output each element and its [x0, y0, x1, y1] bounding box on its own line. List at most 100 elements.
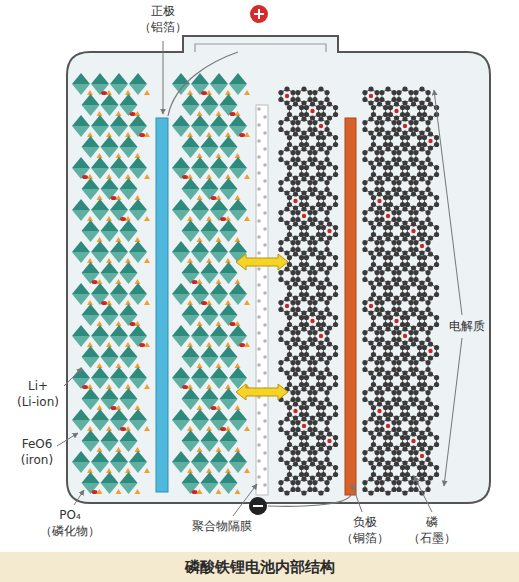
feo6-octahedron — [110, 199, 128, 210]
carbon-atom — [422, 405, 427, 410]
carbon-atom — [316, 352, 321, 357]
carbon-atom — [304, 112, 309, 117]
feo6-octahedron — [91, 241, 109, 252]
carbon-atom — [362, 90, 367, 95]
carbon-atom — [408, 180, 413, 185]
carbon-atom — [278, 247, 283, 252]
carbon-atom — [284, 266, 289, 271]
po4-tetrahedron — [235, 237, 241, 242]
carbon-atom — [371, 472, 376, 477]
carbon-atom — [413, 180, 418, 185]
po4-tetrahedron — [125, 258, 131, 263]
carbon-atom — [425, 360, 430, 365]
feo6-octahedron — [172, 451, 190, 462]
carbon-atom — [419, 386, 424, 391]
carbon-atom — [362, 240, 367, 245]
feo6-octahedron — [129, 420, 147, 431]
carbon-atom — [428, 131, 433, 136]
feo6-octahedron — [220, 315, 238, 326]
carbon-atom — [304, 465, 309, 470]
carbon-atom — [428, 161, 433, 166]
leader-line — [74, 490, 84, 505]
carbon-atom — [287, 225, 292, 230]
carbon-atom — [287, 412, 292, 417]
carbon-atom — [321, 255, 326, 260]
carbon-atom — [413, 187, 418, 192]
po4-tetrahedron — [125, 174, 131, 179]
carbon-atom — [394, 295, 399, 300]
carbon-atom — [394, 431, 399, 436]
leader-line — [233, 484, 257, 516]
carbon-atom — [310, 385, 315, 390]
carbon-atom — [293, 475, 298, 480]
carbon-atom — [400, 352, 405, 357]
carbon-atom — [400, 472, 405, 477]
carbon-atom — [287, 472, 292, 477]
ion-flow-arrow — [236, 254, 288, 270]
feo6-octahedron — [229, 73, 247, 84]
feo6-octahedron — [210, 336, 228, 347]
carbon-atom — [293, 355, 298, 360]
carbon-atom — [385, 266, 390, 271]
carbon-atom — [301, 250, 306, 255]
carbon-atom — [327, 161, 332, 166]
carbon-atom — [411, 295, 416, 300]
carbon-atom — [377, 325, 382, 330]
carbon-atom — [411, 341, 416, 346]
carbon-atom — [422, 142, 427, 147]
feo6-octahedron — [172, 378, 190, 389]
negative-symbol — [253, 505, 263, 507]
carbon-atom — [434, 442, 439, 447]
carbon-atom — [379, 487, 384, 492]
carbon-atom — [408, 210, 413, 215]
carbon-atom — [425, 307, 430, 312]
carbon-atom — [278, 277, 283, 282]
carbon-atom — [295, 480, 300, 485]
carbon-atom — [301, 86, 306, 91]
lithium-ion — [403, 124, 407, 128]
carbon-atom — [408, 487, 413, 492]
carbon-atom — [374, 240, 379, 245]
carbon-atom — [371, 315, 376, 320]
carbon-atom — [312, 420, 317, 425]
po4-tetrahedron — [87, 300, 93, 305]
po4-tetrahedron — [144, 258, 150, 263]
carbon-atom — [396, 187, 401, 192]
carbon-atom — [411, 251, 416, 256]
carbon-atom — [290, 420, 295, 425]
carbon-atom — [316, 435, 321, 440]
carbon-atom — [287, 165, 292, 170]
carbon-atom — [391, 480, 396, 485]
carbon-atom — [327, 415, 332, 420]
carbon-atom — [394, 475, 399, 480]
carbon-atom — [419, 100, 424, 105]
feo6-octahedron — [120, 399, 138, 410]
carbon-atom — [307, 90, 312, 95]
feo6-octahedron — [172, 210, 190, 221]
carbon-atom — [408, 307, 413, 312]
carbon-atom — [307, 487, 312, 492]
carbon-atom — [287, 112, 292, 117]
feo6-octahedron — [72, 73, 90, 84]
carbon-atom — [287, 285, 292, 290]
carbon-atom — [413, 157, 418, 162]
carbon-atom — [318, 206, 323, 211]
carbon-atom — [425, 487, 430, 492]
carbon-atom — [377, 115, 382, 120]
carbon-atom — [408, 390, 413, 395]
carbon-atom — [371, 112, 376, 117]
carbon-atom — [293, 295, 298, 300]
po4-tetrahedron — [225, 132, 231, 137]
carbon-atom — [371, 232, 376, 237]
carbon-atom — [284, 176, 289, 181]
carbon-atom — [318, 176, 323, 181]
carbon-atom — [321, 352, 326, 357]
carbon-atom — [316, 382, 321, 387]
carbon-atom — [385, 86, 390, 91]
feo6-octahedron — [172, 325, 190, 336]
carbon-atom — [371, 195, 376, 200]
feo6-octahedron — [220, 105, 238, 116]
feo6-octahedron — [110, 73, 128, 84]
feo6-octahedron — [191, 73, 209, 84]
carbon-atom — [293, 161, 298, 166]
